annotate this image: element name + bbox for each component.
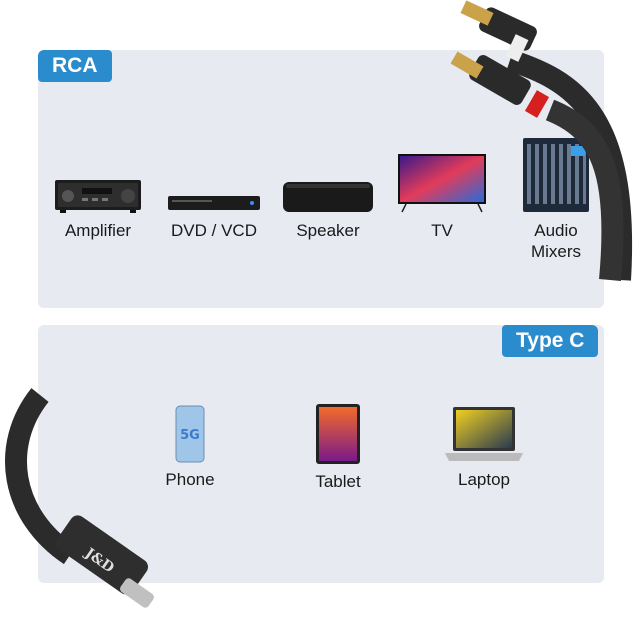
tv-icon xyxy=(398,154,486,213)
device-label: Laptop xyxy=(458,470,510,489)
svg-text:5G: 5G xyxy=(180,428,200,443)
laptop-icon xyxy=(445,407,523,461)
device-label: TV xyxy=(431,221,453,240)
device-label: Speaker xyxy=(296,221,360,240)
device-label: Amplifier xyxy=(64,221,132,240)
tablet-icon xyxy=(316,404,360,464)
device-label: Audio Mixers xyxy=(530,221,582,261)
device-tv: TV xyxy=(382,152,502,241)
device-label: Tablet xyxy=(315,472,361,491)
device-amplifier: Amplifier xyxy=(38,178,158,241)
dvd-player-icon xyxy=(168,196,260,210)
rca-tag: RCA xyxy=(38,50,112,82)
device-laptop: Laptop xyxy=(424,405,544,490)
device-label: Phone xyxy=(165,470,215,489)
device-tablet: Tablet xyxy=(278,403,398,492)
device-audio-mixer: Audio Mixers xyxy=(496,136,616,262)
speaker-icon xyxy=(283,182,373,212)
phone-icon: 5G xyxy=(175,405,205,463)
typec-tag: Type C xyxy=(502,325,599,357)
device-phone: 5G Phone xyxy=(130,405,250,490)
device-speaker: Speaker xyxy=(268,178,388,241)
audio-mixer-icon xyxy=(523,138,589,212)
device-dvd: DVD / VCD xyxy=(154,178,274,241)
device-label: DVD / VCD xyxy=(171,221,257,240)
amplifier-icon xyxy=(55,180,141,213)
